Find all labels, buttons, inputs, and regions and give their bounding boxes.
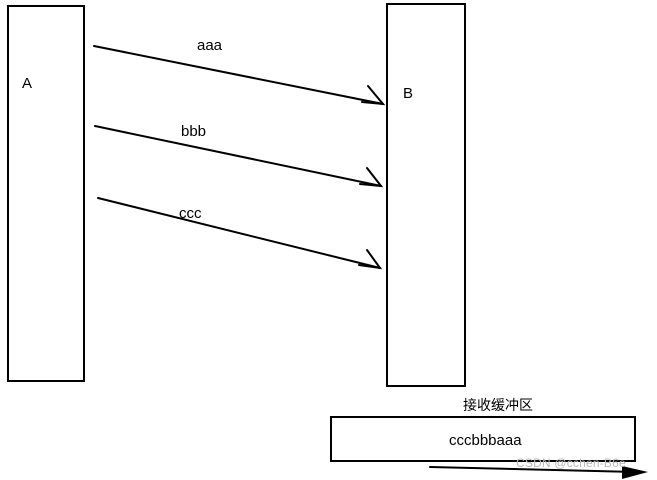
buffer-direction-arrow: [429, 466, 648, 479]
receiver-box-b: [386, 3, 466, 387]
message-label-ccc: ccc: [179, 205, 202, 222]
message-label-aaa: aaa: [197, 37, 223, 54]
receive-buffer-box: [330, 416, 636, 462]
sender-box-a: [7, 5, 85, 382]
buffer-content: cccbbbaaa: [449, 432, 522, 449]
arrow-aaa: [93, 45, 386, 106]
arrow-ccc: [97, 197, 383, 270]
watermark: CSDN @cchen-B6e: [516, 456, 626, 470]
receiver-label: B: [403, 85, 414, 102]
arrow-bbb: [94, 125, 384, 188]
buffer-title: 接收缓冲区: [463, 397, 533, 413]
message-label-bbb: bbb: [181, 123, 207, 140]
sender-label: A: [22, 75, 33, 92]
